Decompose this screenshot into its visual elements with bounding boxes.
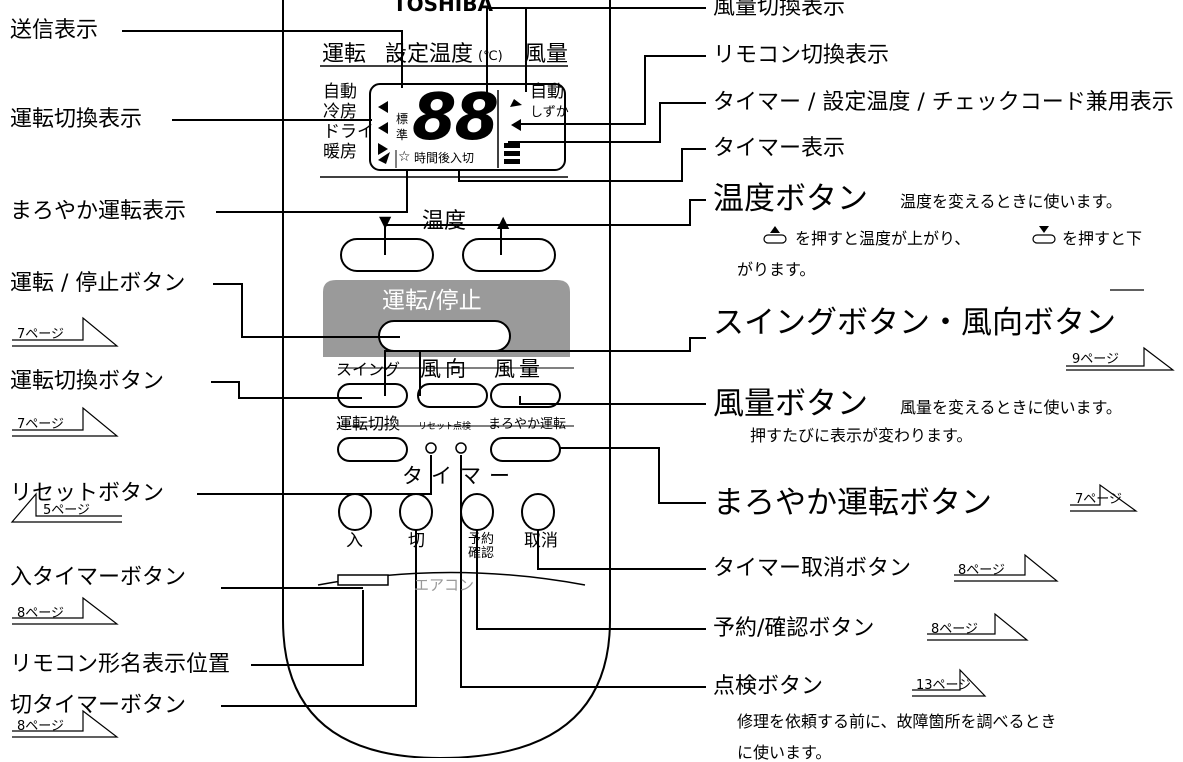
- label-fan-button: 風量ボタン: [713, 386, 868, 422]
- ref-onoff: 7ページ: [17, 327, 65, 342]
- label-off-timer: 切タイマーボタン: [10, 693, 187, 718]
- ref-reserve: 8ページ: [931, 622, 979, 637]
- reset-label: リセット: [418, 422, 455, 432]
- ref-mode: 7ページ: [17, 417, 65, 432]
- ref-reset: 5ページ: [43, 503, 91, 518]
- temp-label: 温度: [422, 209, 467, 234]
- lcd-mode-heat: 暖房: [323, 142, 357, 162]
- swing-label: スイング: [336, 360, 401, 379]
- temp-desc-up: を押すと温度が上がり、: [795, 229, 971, 248]
- fan-desc-2: 押すたびに表示が変わります。: [750, 426, 973, 445]
- timer-cancel-label: 取消: [524, 531, 558, 551]
- lcd-fan-auto: 自動: [530, 82, 564, 102]
- lcd-std: 標 準: [396, 112, 409, 142]
- leader-lines: [122, 7, 706, 707]
- reserve-button: [460, 493, 494, 531]
- label-send-display: 送信表示: [10, 18, 99, 43]
- label-mode-button: 運転切換ボタン: [10, 369, 165, 394]
- check-label: 点検: [453, 422, 472, 432]
- label-fan-display: 風量切換表示: [713, 0, 846, 20]
- lcd-header-temp: 設定温度: [385, 42, 474, 67]
- lcd-digits: 88: [412, 81, 499, 155]
- model-label-area: [337, 574, 389, 586]
- mode-label: 運転切換: [336, 414, 401, 433]
- direction-button: [417, 383, 488, 408]
- check-button: [455, 442, 467, 454]
- label-remote-switch: リモコン切換表示: [713, 43, 890, 68]
- lcd-header-unit: (℃): [478, 49, 503, 64]
- label-on-timer: 入タイマーボタン: [10, 565, 187, 590]
- fan-label: 風量: [494, 357, 544, 381]
- lcd-mode-auto: 自動: [323, 82, 357, 102]
- label-mild-display: まろやか運転表示: [10, 199, 187, 224]
- lcd-star: ☆: [398, 149, 411, 165]
- ref-cancel: 8ページ: [958, 563, 1006, 578]
- temp-down-button: [340, 238, 434, 272]
- remote-body: [282, 0, 611, 758]
- temp-down-arrow: ▼: [379, 212, 392, 231]
- off-timer-button: [399, 493, 433, 531]
- fan-desc: 風量を変えるときに使います。: [900, 398, 1122, 417]
- mode-button: [337, 437, 408, 462]
- lcd-header-fan: 風量: [524, 42, 569, 67]
- temp-desc-3: がります。: [737, 260, 816, 279]
- label-model-pos: リモコン形名表示位置: [10, 652, 231, 677]
- check-desc: 修理を依頼する前に、故障箇所を調べるとき: [737, 712, 1057, 731]
- ref-mild: 7ページ: [1075, 492, 1123, 507]
- label-timer-display: タイマー表示: [713, 136, 846, 161]
- on-timer-button: [338, 493, 372, 531]
- page-ref-flags: [10, 289, 1175, 738]
- label-swing-button: スイングボタン・風向ボタン: [713, 305, 1116, 341]
- label-mode-display: 運転切換表示: [10, 107, 143, 132]
- lcd-mode-dry: ドライ: [323, 122, 374, 142]
- label-timer-temp: タイマー / 設定温度 / チェックコード兼用表示: [713, 90, 1174, 115]
- lcd-fan-quiet: しずか: [530, 105, 569, 120]
- lcd-arrows: [378, 99, 522, 164]
- label-mild-button: まろやか運転ボタン: [713, 485, 992, 521]
- label-check: 点検ボタン: [713, 674, 824, 699]
- label-cancel-timer: タイマー取消ボタン: [713, 556, 912, 581]
- lcd-bottom: 時間後入切: [414, 151, 475, 165]
- direction-label: 風向: [420, 357, 470, 381]
- timer-on-label: 入: [346, 531, 363, 551]
- mild-button: [490, 437, 561, 462]
- lcd-b: B: [480, 119, 489, 133]
- cancel-timer-button: [521, 493, 555, 531]
- lcd-mode-cool: 冷房: [323, 102, 357, 122]
- temp-desc-down: を押すと下: [1062, 229, 1143, 248]
- timer-label: タイマー: [402, 464, 518, 488]
- temp-button-icons: [763, 226, 1056, 244]
- ref-check: 13ページ: [916, 678, 972, 693]
- timer-off-label: 切: [408, 531, 425, 551]
- temp-desc: 温度を変えるときに使います。: [900, 192, 1122, 211]
- aircon-label: エアコン: [414, 576, 475, 594]
- temp-up-button: [462, 238, 556, 272]
- lcd-header-mode: 運転: [322, 42, 367, 67]
- fan-button: [490, 383, 561, 408]
- ref-off-timer: 8ページ: [17, 719, 65, 734]
- check-desc-2: に使います。: [737, 743, 832, 762]
- ref-swing: 9ページ: [1072, 352, 1120, 367]
- ref-on-timer: 8ページ: [17, 606, 65, 621]
- onoff-label: 運転/停止: [382, 288, 482, 314]
- mild-label: まろやか運転: [488, 417, 567, 432]
- label-onoff-button: 運転 / 停止ボタン: [10, 271, 186, 296]
- label-temp-button: 温度ボタン: [713, 181, 868, 217]
- brand-logo: TOSHIBA: [393, 0, 493, 16]
- timer-reserve-label: 予約 確認: [468, 532, 495, 562]
- swing-button: [337, 383, 408, 408]
- reset-button: [425, 442, 437, 454]
- label-reset-button: リセットボタン: [10, 481, 165, 506]
- label-reserve: 予約/確認ボタン: [713, 616, 875, 641]
- temp-up-arrow: ▲: [497, 212, 510, 231]
